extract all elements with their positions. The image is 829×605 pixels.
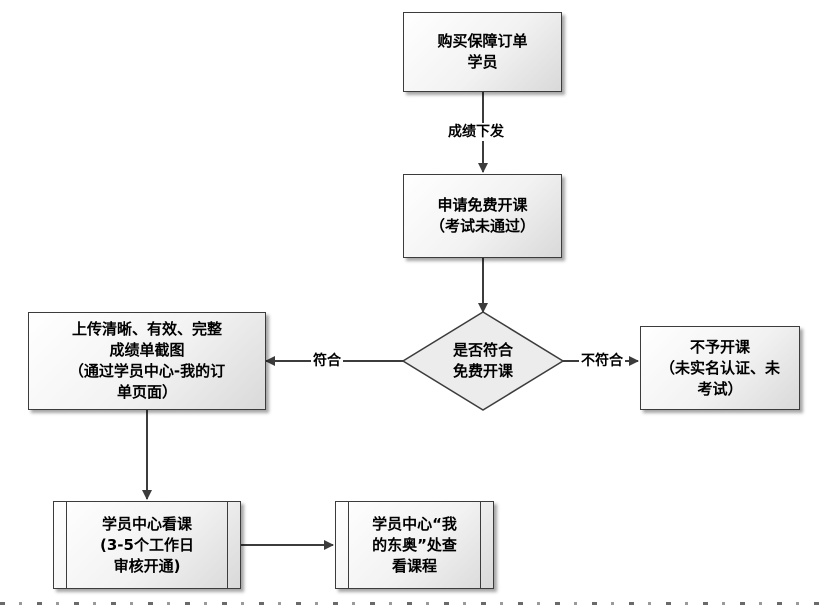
process-bar-right <box>480 502 481 588</box>
node-text: 学员中心“我 <box>372 514 457 533</box>
node-text: （通过学员中心-我的订 <box>68 362 226 380</box>
node-text: （未实名认证、未 <box>659 358 780 377</box>
node-text: 单页面） <box>116 383 177 401</box>
decision-text: 是否符合 免费开课 <box>452 341 513 380</box>
node-buy-insurance-order: 购买保障订单 学员 <box>403 12 562 92</box>
decision-diamond <box>401 311 565 411</box>
node-student-center-review: 学员中心看课 (3-5个工作日 审核开通) <box>53 501 241 589</box>
node-text: 上传清晰、有效、完整 <box>71 320 222 338</box>
node-text: （考试未通过） <box>429 217 535 235</box>
node-text: 学员 <box>467 53 498 71</box>
node-text: 的东奥”处查 <box>372 535 457 554</box>
node-text: 购买保障订单 <box>437 32 528 50</box>
node-text: 不予开课 <box>689 337 750 356</box>
node-text: 审核开通) <box>113 556 181 575</box>
node-text: 学员中心看课 <box>101 514 192 533</box>
node-text: 看课程 <box>391 556 437 575</box>
edge-label-no-match: 不符合 <box>579 352 625 370</box>
node-apply-free-course: 申请免费开课 （考试未通过） <box>403 174 562 258</box>
process-bar-right <box>227 502 228 588</box>
process-bar-left <box>348 502 349 588</box>
node-text: 成绩单截图 <box>109 341 185 359</box>
node-text: 申请免费开课 <box>437 196 528 214</box>
edge-label-match: 符合 <box>311 352 343 370</box>
process-bar-left <box>66 502 67 588</box>
node-text: (3-5个工作日 <box>100 535 194 554</box>
cropped-text-remnant <box>0 602 829 605</box>
node-view-courses: 学员中心“我 的东奥”处查 看课程 <box>335 501 494 589</box>
node-upload-transcript: 上传清晰、有效、完整 成绩单截图 （通过学员中心-我的订 单页面） <box>28 312 266 410</box>
edge-label-score-issued: 成绩下发 <box>446 123 506 141</box>
node-text: 考试） <box>697 379 743 398</box>
node-reject-course: 不予开课 （未实名认证、未 考试） <box>640 326 800 410</box>
